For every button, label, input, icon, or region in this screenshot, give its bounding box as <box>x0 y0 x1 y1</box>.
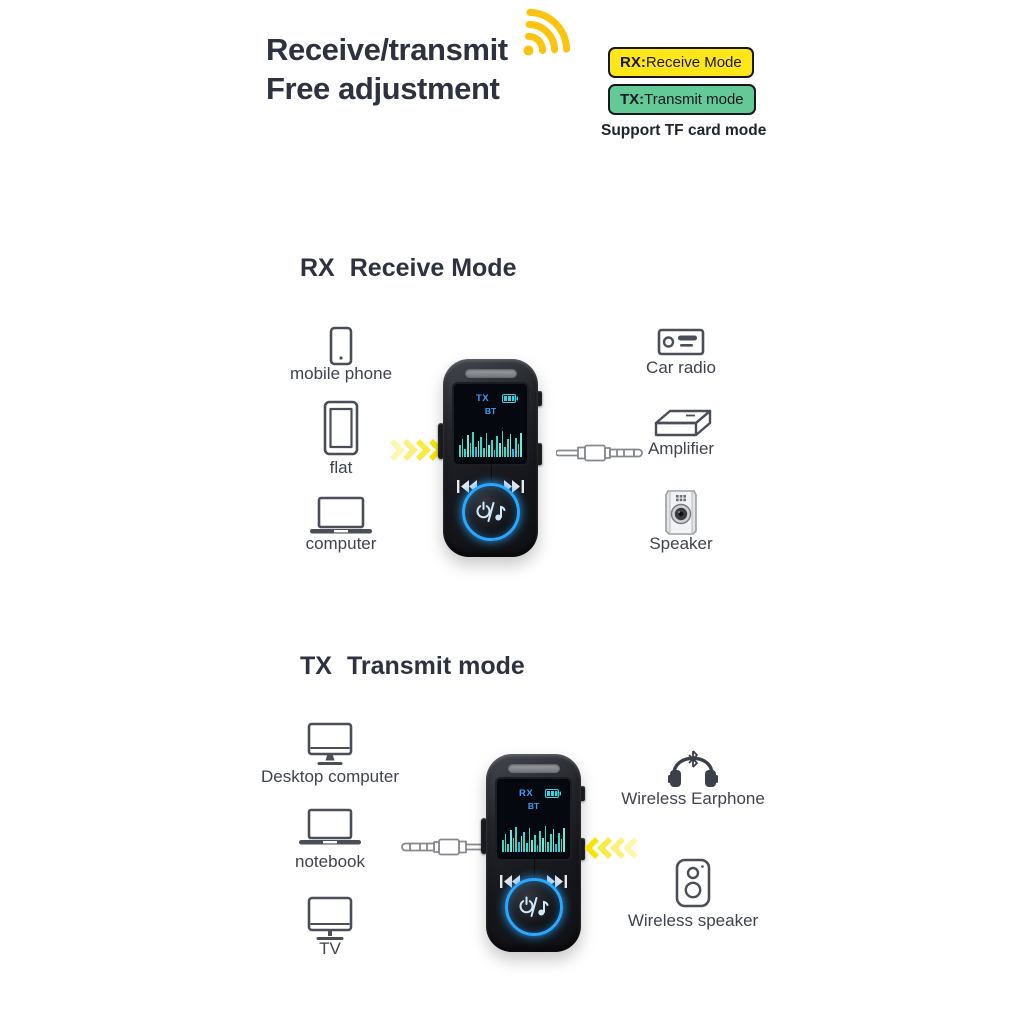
tv-icon <box>306 896 354 942</box>
device-screen: TX BT <box>454 384 527 464</box>
device-side-button <box>536 391 542 406</box>
title-line-1: Receive/transmit <box>266 32 508 67</box>
source-label: flat <box>329 458 353 477</box>
laptop-icon <box>309 496 373 536</box>
speaker-icon <box>664 488 698 536</box>
device-speaker-grille <box>507 764 560 773</box>
source-label: computer <box>305 534 377 553</box>
tx-section-heading: TX Transmit mode <box>300 652 525 681</box>
spectrum-bars <box>459 430 523 457</box>
arrow-right-chevrons <box>389 438 444 462</box>
battery-icon <box>502 394 518 403</box>
rx-section-heading: RX Receive Mode <box>300 254 516 283</box>
mobile-phone-icon <box>329 326 353 366</box>
device-side-button <box>579 838 585 860</box>
target-label: Amplifier <box>647 439 715 458</box>
wireless-earphone-icon <box>667 740 719 790</box>
target-label: Car radio <box>646 358 716 377</box>
title-line-2: Free adjustment <box>266 71 500 106</box>
power-button <box>504 878 563 936</box>
screen-bt-label: BT <box>527 801 540 811</box>
page-title: Receive/transmit Free adjustment <box>266 30 508 108</box>
aux-jack-icon <box>555 441 646 465</box>
tablet-icon <box>323 400 359 456</box>
spectrum-bars <box>502 825 566 852</box>
source-label: mobile phone <box>289 364 393 383</box>
device-side-button <box>438 423 444 459</box>
rx-badge-label: Receive Mode <box>645 54 742 71</box>
power-button <box>461 483 520 541</box>
power-music-icon <box>519 896 548 917</box>
source-label: notebook <box>295 852 365 871</box>
device-body: RX BT <box>486 754 581 952</box>
target-label: Wireless speaker <box>627 911 759 930</box>
notebook-icon <box>298 808 362 848</box>
tf-card-note: Support TF card mode <box>601 122 767 139</box>
tx-badge-prefix: TX: <box>620 91 645 108</box>
amplifier-icon <box>649 402 713 440</box>
desktop-computer-icon <box>306 722 354 768</box>
power-music-icon <box>476 501 505 522</box>
wifi-signal-icon <box>497 0 590 82</box>
tx-heading-code: TX <box>300 652 332 680</box>
bt-receiver-device-tx: RX BT <box>481 754 585 952</box>
rx-heading-text: Receive Mode <box>349 254 517 282</box>
tx-heading-text: Transmit mode <box>346 652 525 680</box>
device-side-button <box>536 443 542 465</box>
battery-icon <box>545 789 561 798</box>
tx-badge-label: Transmit mode <box>644 91 744 108</box>
car-radio-icon <box>657 328 705 356</box>
rx-heading-code: RX <box>300 254 335 282</box>
wireless-speaker-icon <box>675 858 711 908</box>
bt-receiver-device-rx: TX BT <box>438 359 542 557</box>
rx-badge-prefix: RX: <box>620 54 646 71</box>
device-body: TX BT <box>443 359 538 557</box>
target-label: Wireless Earphone <box>621 789 765 808</box>
device-screen: RX BT <box>497 779 570 859</box>
source-label: TV <box>319 939 341 958</box>
aux-jack-icon <box>398 835 489 859</box>
arrow-left-chevrons <box>584 836 639 860</box>
rx-mode-badge: RX:Receive Mode <box>608 47 754 78</box>
screen-mode-label: RX <box>519 788 534 799</box>
device-side-button <box>481 818 487 854</box>
tx-mode-badge: TX:Transmit mode <box>608 84 756 115</box>
screen-bt-label: BT <box>484 406 497 416</box>
target-label: Speaker <box>649 534 713 553</box>
device-speaker-grille <box>464 369 517 378</box>
screen-mode-label: TX <box>476 393 490 404</box>
source-label: Desktop computer <box>261 767 399 786</box>
device-side-button <box>579 786 585 801</box>
